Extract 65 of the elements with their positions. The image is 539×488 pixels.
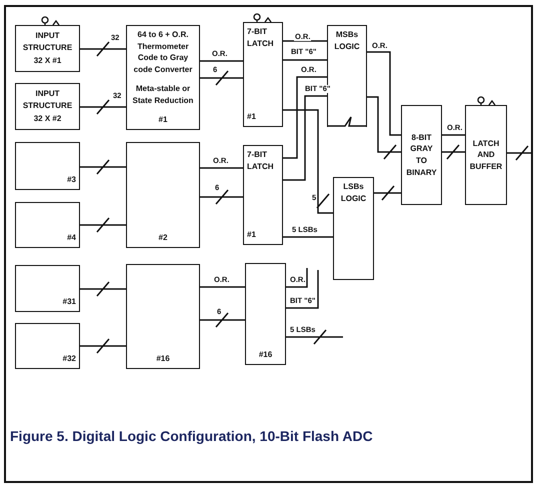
block-label: Meta-stable or State Reduction — [132, 83, 194, 106]
block-label: #1 — [247, 111, 256, 123]
signal-line — [283, 236, 333, 238]
block-label: LSBs LOGIC — [340, 181, 368, 204]
block-label: 32 X #1 — [34, 55, 62, 67]
block-label: #16 — [156, 353, 170, 365]
signal-line — [286, 270, 319, 309]
logic-block — [126, 142, 200, 248]
logic-block — [333, 177, 374, 280]
logic-block — [15, 83, 80, 130]
signal-line — [283, 76, 327, 159]
logic-block — [243, 145, 283, 245]
bus-line — [79, 99, 127, 115]
bus-line — [199, 312, 246, 328]
bus-line — [282, 109, 334, 214]
block-label: 32 X #2 — [34, 113, 62, 125]
bus-line — [79, 338, 127, 354]
block-label: LATCH AND BUFFER — [469, 138, 503, 172]
block-label: #31 — [62, 296, 76, 308]
block-label: INPUT STRUCTURE — [22, 30, 74, 54]
bus-line — [285, 329, 344, 345]
logic-block — [401, 105, 442, 205]
bus-line — [79, 217, 127, 233]
logic-block — [245, 263, 286, 365]
block-label: INPUT STRUCTURE — [22, 88, 74, 112]
block-label: #32 — [62, 353, 76, 365]
signal-line — [283, 59, 327, 61]
block-label: #1 — [247, 229, 256, 241]
logic-block — [15, 142, 80, 190]
bus-line — [506, 145, 534, 161]
signal-line — [367, 51, 401, 136]
bus-line — [441, 144, 466, 160]
block-label: MSBs LOGIC — [333, 29, 361, 52]
logic-block — [15, 202, 80, 248]
logic-block — [15, 265, 80, 312]
bus-line — [373, 185, 402, 201]
logic-block — [243, 22, 283, 127]
bus-line — [79, 281, 127, 297]
signal-line — [200, 167, 243, 169]
signal-line — [442, 134, 465, 136]
logic-block — [15, 323, 80, 369]
block-label: #2 — [158, 232, 168, 244]
logic-block — [15, 25, 80, 72]
logic-block — [126, 264, 200, 369]
block-label: #3 — [67, 174, 76, 186]
signal-line — [283, 95, 327, 181]
block-label: 8-BIT GRAY TO BINARY — [405, 132, 438, 178]
block-label: 7-BIT LATCH — [247, 149, 275, 172]
block-label: 64 to 6 + O.R. Thermometer Code to Gray code Converter — [132, 29, 194, 76]
bus-line — [79, 41, 127, 57]
signal-line — [286, 268, 308, 288]
bus-line — [79, 159, 127, 175]
bus-line — [199, 70, 244, 86]
signal-line — [200, 60, 243, 62]
block-label: 7-BIT LATCH — [247, 26, 275, 50]
block-label: #4 — [67, 232, 76, 244]
figure-caption: Figure 5. Digital Logic Configuration, 10-Bit Flash ADC — [10, 428, 374, 445]
bus-line — [199, 189, 244, 205]
block-label: #1 — [158, 114, 168, 126]
signal-line — [200, 286, 245, 288]
block-label: #16 — [258, 349, 272, 361]
signal-line — [283, 40, 327, 42]
bus-line — [366, 96, 402, 160]
logic-block — [126, 25, 200, 130]
logic-block — [465, 105, 507, 205]
